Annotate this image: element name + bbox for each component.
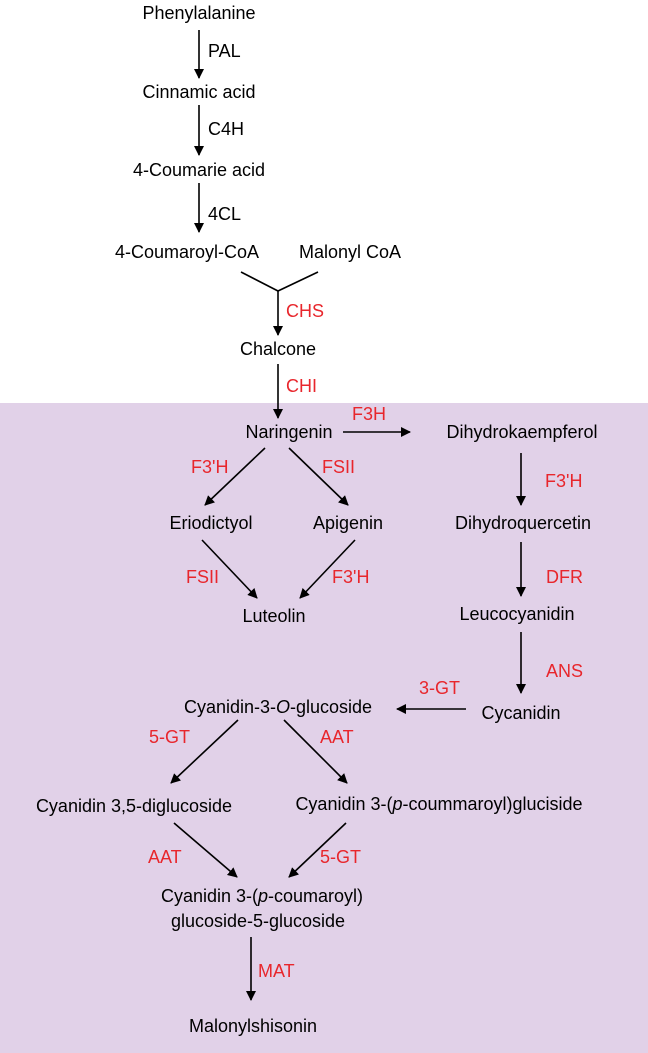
compound-eriodictyol: Eriodictyol (169, 513, 253, 533)
enzyme-f3h: F3H (352, 404, 387, 424)
arrow-5gt-bottom (288, 822, 347, 878)
label-part: Cyanidin 3-( (160, 886, 258, 906)
compound-dihydroquercetin: Dihydroquercetin (454, 513, 592, 533)
compound-chalcone: Chalcone (239, 339, 317, 359)
label-italic-part: p (258, 886, 269, 906)
compound-cyanidin-coumaroyl-glucoside-line1: Cyanidin 3-(p-coumaroyl) (161, 887, 363, 905)
compound-cyanidin-coummaroyl-gluciside: Cyanidin 3-(p-coummaroyl)gluciside (295, 795, 582, 813)
enzyme-f3ph-right: F3'H (545, 471, 583, 491)
compound-phenylalanine: Phenylalanine (142, 3, 256, 23)
compound-luteolin: Luteolin (242, 606, 306, 626)
enzyme-fsii-top: FSII (322, 457, 356, 477)
compound-malonylshisonin: Malonylshisonin (188, 1016, 318, 1036)
enzyme-mat: MAT (258, 961, 295, 981)
enzyme-dfr: DFR (546, 567, 583, 587)
enzyme-3gt: 3-GT (419, 678, 461, 698)
compound-4-coumarie-acid: 4-Coumarie acid (132, 160, 266, 180)
enzyme-pal: PAL (208, 41, 241, 61)
shaded-pathway-region (0, 403, 648, 1053)
enzyme-f3ph-left: F3'H (191, 457, 229, 477)
label-part: -coumaroyl) (268, 886, 364, 906)
compound-cycanidin: Cycanidin (481, 703, 561, 723)
arrow-f3ph-left (204, 447, 266, 506)
arrow-5gt-left (170, 719, 239, 784)
compound-apigenin: Apigenin (312, 513, 384, 533)
arrow-aat-top (283, 719, 348, 784)
branch-malonyl (277, 271, 319, 292)
label-part: -glucoside (290, 697, 373, 717)
compound-cyanidin-35-diglucoside: Cyanidin 3,5-diglucoside (35, 796, 233, 816)
enzyme-5gt-left: 5-GT (149, 727, 191, 747)
compound-cinnamic-acid: Cinnamic acid (142, 82, 256, 102)
compound-dihydrokaempferol: Dihydrokaempferol (446, 422, 598, 442)
compound-naringenin: Naringenin (245, 422, 333, 442)
enzyme-c4h: C4H (208, 119, 245, 139)
enzyme-f3ph-bottom: F3'H (332, 567, 370, 587)
enzyme-fsii-bottom: FSII (186, 567, 220, 587)
label-part: Cyanidin-3- (183, 697, 276, 717)
arrow-aat-bottom (173, 822, 238, 878)
enzyme-ans: ANS (546, 661, 584, 681)
compound-leucocyanidin: Leucocyanidin (459, 604, 575, 624)
enzyme-aat-top: AAT (320, 727, 354, 747)
label-part: -coummaroyl)gluciside (402, 794, 583, 814)
enzyme-chs: CHS (286, 301, 325, 321)
branch-coumaroyl (240, 271, 279, 292)
enzyme-5gt-bottom: 5-GT (320, 847, 362, 867)
arrow-fsii-top (288, 447, 349, 506)
label-italic-part: O (275, 697, 291, 717)
arrow-f3ph-bottom (299, 539, 356, 599)
enzyme-4cl: 4CL (208, 204, 242, 224)
label-part: Cyanidin 3-( (295, 794, 393, 814)
compound-malonyl-coa: Malonyl CoA (298, 242, 402, 262)
compound-4-coumaroyl-coa: 4-Coumaroyl-CoA (114, 242, 260, 262)
compound-cyanidin-coumaroyl-glucoside-line2: glucoside-5-glucoside (170, 911, 346, 931)
enzyme-chi: CHI (286, 376, 317, 396)
compound-cyanidin-3-o-glucoside: Cyanidin-3-O-glucoside (184, 698, 372, 716)
enzyme-aat-bottom: AAT (148, 847, 182, 867)
label-italic-part: p (392, 794, 403, 814)
arrow-fsii-bottom (201, 539, 258, 599)
